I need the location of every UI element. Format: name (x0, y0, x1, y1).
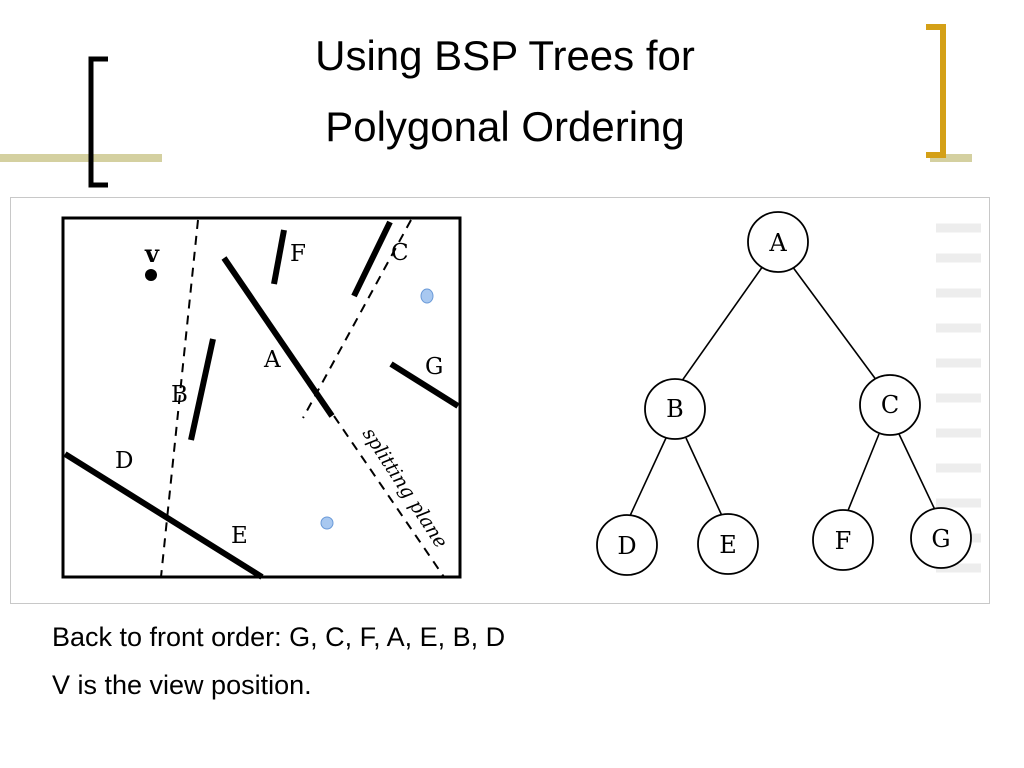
tree-edge-b-d (628, 437, 667, 519)
tree-node-g: G (910, 507, 972, 569)
tree-node-d: D (596, 514, 658, 576)
scene-diagram: v F C A G B D E splitting plane (61, 216, 462, 580)
tree-node-a-label: A (768, 229, 787, 257)
label-g: G (425, 354, 443, 380)
label-c: C (391, 240, 409, 266)
tree-edge-c-g (898, 433, 937, 513)
tree-edge-c-f (846, 433, 880, 514)
tree-node-g-label: G (931, 525, 950, 553)
label-e: E (231, 523, 248, 549)
tree-node-e-label: E (719, 531, 737, 559)
polygon-c (351, 220, 393, 298)
tree-node-d-label: D (617, 532, 636, 560)
polygon-g (389, 361, 460, 409)
tree-node-f: F (812, 509, 874, 571)
tree-edge-a-c (791, 265, 878, 382)
figure-frame: v F C A G B D E splitting plane (10, 197, 990, 604)
tree-node-c-label: C (881, 391, 899, 419)
tree-node-e: E (697, 513, 759, 575)
polygon-f (271, 229, 287, 285)
viewpoint-label: v (144, 239, 160, 268)
splitting-plane-line (333, 415, 445, 578)
left-bracket-icon (88, 56, 108, 188)
label-a: A (263, 347, 281, 373)
scene-border (61, 216, 462, 579)
polygon-b (188, 338, 216, 441)
right-decorative-bar (930, 154, 972, 162)
caption-order: Back to front order: G, C, F, A, E, B, D (52, 622, 506, 652)
tree-node-f-label: F (835, 527, 852, 555)
polygon-a (221, 256, 335, 418)
splitting-plane-label: splitting plane (358, 424, 452, 552)
label-d: D (115, 448, 133, 474)
splitting-line-right (302, 219, 412, 419)
tree-node-c: C (859, 374, 921, 436)
bsp-tree: A B C D E F G (596, 211, 972, 576)
label-f: F (290, 241, 306, 267)
polygon-d (63, 451, 264, 580)
tree-edge-b-e (685, 437, 724, 519)
viewpoint-dot (145, 269, 157, 281)
right-bracket-icon (926, 24, 946, 158)
slide-title-line-1: Using BSP Trees for (315, 32, 695, 79)
tree-edge-a-b (678, 265, 764, 386)
splitting-line-left (160, 219, 199, 578)
tree-node-b: B (644, 378, 706, 440)
tree-node-b-label: B (666, 395, 684, 423)
slide-title-line-2: Polygonal Ordering (325, 103, 685, 150)
tree-node-a: A (747, 211, 809, 273)
bsp-figure: v F C A G B D E splitting plane (61, 211, 981, 580)
blue-dot-upper (420, 288, 434, 304)
label-b: B (171, 382, 188, 408)
caption-view: V is the view position. (52, 670, 312, 700)
left-decorative-bar (0, 154, 162, 162)
blue-dot-lower (320, 516, 334, 530)
